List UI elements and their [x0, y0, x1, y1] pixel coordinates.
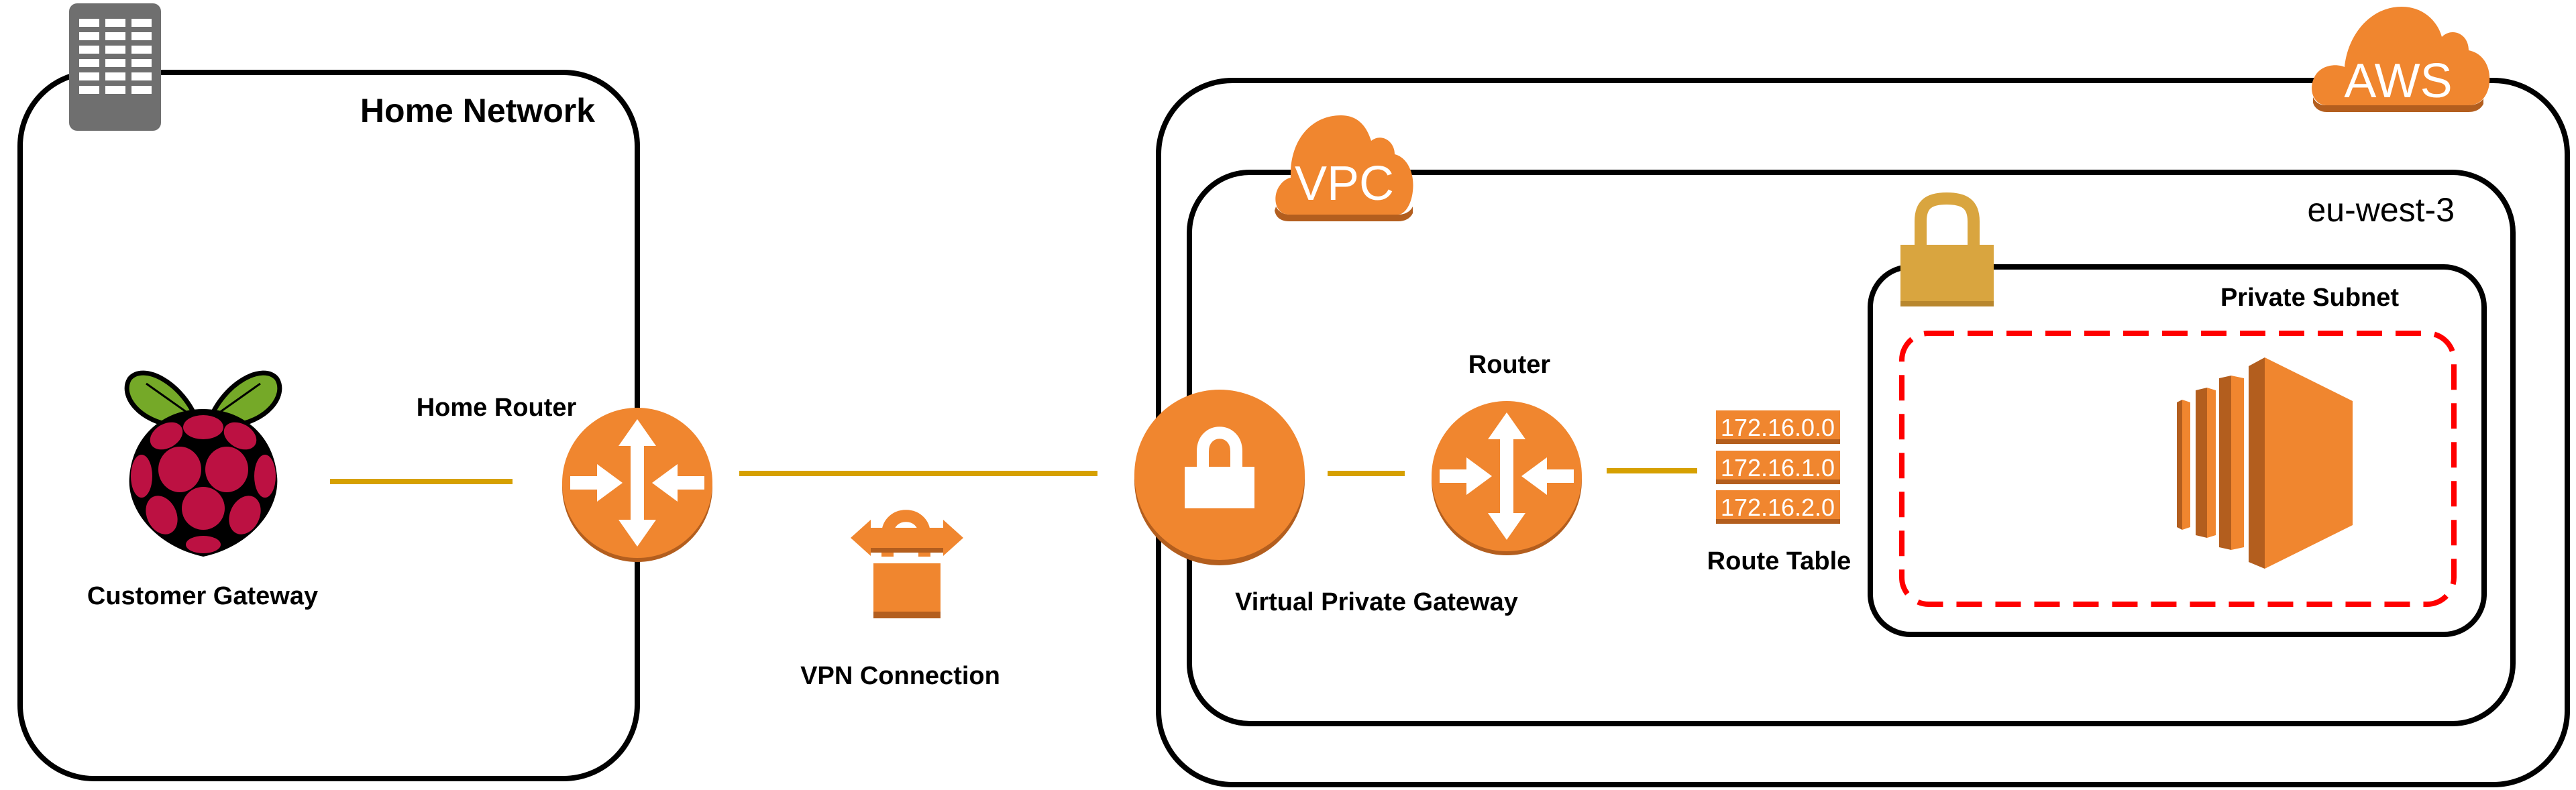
- route-table-entry: 172.16.0.0: [1716, 410, 1840, 444]
- building-window: [131, 19, 152, 27]
- route-table-icon[interactable]: 172.16.0.0 172.16.1.0 172.16.2.0: [1716, 410, 1840, 524]
- building-window: [79, 86, 99, 94]
- aws-cloud-label: AWS: [2344, 54, 2452, 108]
- building-window: [79, 46, 99, 54]
- security-group-boundary: [1899, 331, 2457, 607]
- vpc-cloud-label: VPC: [1295, 157, 1394, 211]
- office-building-icon: [69, 3, 161, 131]
- building-window: [79, 19, 99, 27]
- building-window: [79, 59, 99, 67]
- building-window: [79, 72, 99, 80]
- home-network-boundary: [17, 70, 640, 781]
- building-window: [131, 86, 152, 94]
- virtual-private-gateway-label: Virtual Private Gateway: [1235, 588, 1518, 616]
- home-network-title: Home Network: [360, 92, 595, 129]
- building-window: [105, 32, 125, 40]
- padlock-icon: [1900, 192, 1994, 306]
- vpn-connection-icon[interactable]: [851, 510, 963, 618]
- building-window: [105, 19, 125, 27]
- building-window: [105, 72, 125, 80]
- route-entry-text: 172.16.0.0: [1721, 414, 1835, 441]
- building-window: [105, 86, 125, 94]
- building-window: [131, 32, 152, 40]
- building-window: [79, 32, 99, 40]
- home-network-group: Home Network Customer Gateway Home Route…: [17, 3, 712, 781]
- private-subnet-boundary: [1868, 264, 2487, 637]
- vpn-gateway-icon[interactable]: [1134, 390, 1305, 565]
- route-table-entry: 172.16.1.0: [1716, 451, 1840, 484]
- building-window: [105, 46, 125, 54]
- private-subnet-label: Private Subnet: [2220, 284, 2399, 312]
- home-router-icon[interactable]: [562, 408, 712, 562]
- customer-gateway-label: Customer Gateway: [87, 582, 318, 610]
- route-table-entry: 172.16.2.0: [1716, 490, 1840, 524]
- building-window: [131, 72, 152, 80]
- building-window: [105, 59, 125, 67]
- raspberry-pi-icon[interactable]: [124, 370, 282, 557]
- home-router-label: Home Router: [417, 394, 577, 422]
- vpc-router-label: Router: [1468, 351, 1551, 379]
- vpn-connection-label: VPN Connection: [800, 662, 1000, 690]
- route-table-label: Route Table: [1707, 547, 1851, 575]
- building-window: [131, 59, 152, 67]
- route-entry-text: 172.16.2.0: [1721, 494, 1835, 521]
- region-label: eu-west-3: [2307, 191, 2455, 229]
- ec2-instance-icon[interactable]: [2177, 357, 2353, 569]
- aws-cloud-icon: AWS: [2312, 7, 2490, 112]
- route-entry-text: 172.16.1.0: [1721, 454, 1835, 482]
- building-window: [131, 46, 152, 54]
- vpc-cloud-icon: VPC: [1275, 115, 1413, 221]
- vpc-router-icon[interactable]: [1432, 401, 1582, 555]
- aws-group: AWS VPC eu-west-3 Virtual Private Gatewa…: [1134, 7, 2570, 787]
